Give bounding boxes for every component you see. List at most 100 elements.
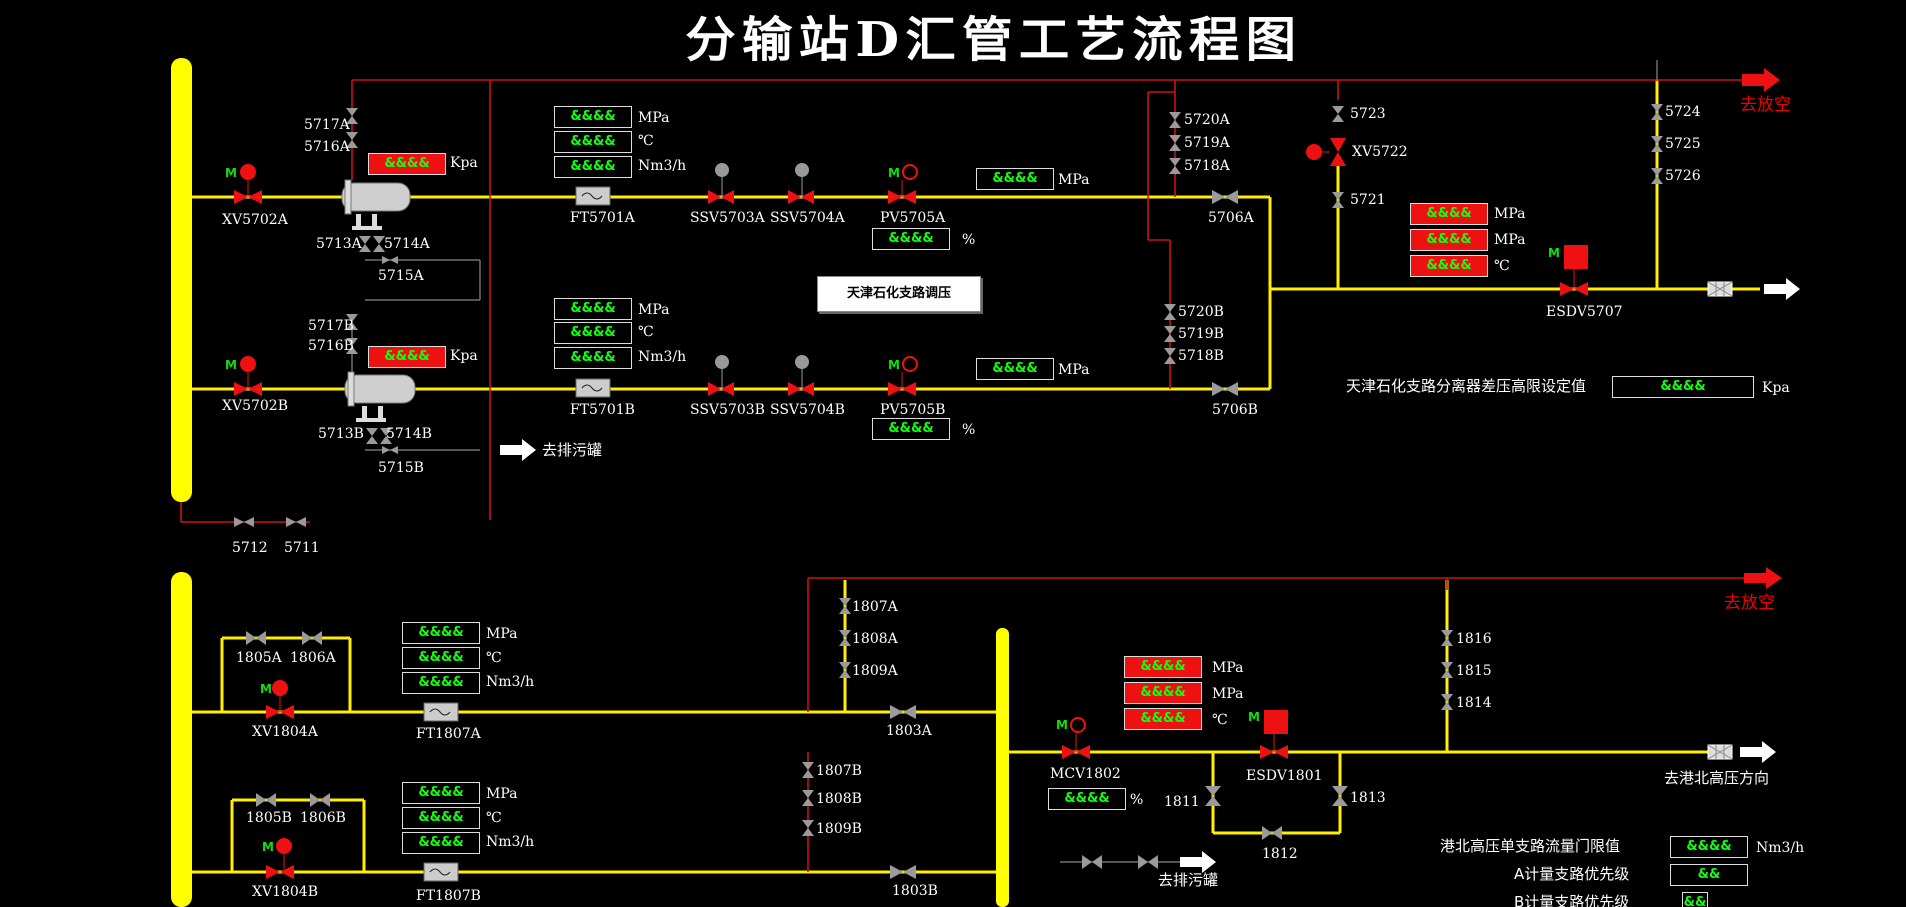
label-1809b: 1809B	[816, 821, 862, 837]
label-5706b: 5706B	[1212, 402, 1258, 418]
label-ft1807a: FT1807A	[416, 726, 481, 742]
label-1814: 1814	[1456, 695, 1492, 711]
mode-marker: M	[225, 358, 237, 372]
label-1813: 1813	[1350, 790, 1386, 806]
separator-b	[344, 371, 416, 422]
label-1808b: 1808B	[816, 791, 862, 807]
label-1806a: 1806A	[290, 650, 336, 666]
setting-diff-high-value[interactable]: &&&&	[1612, 376, 1754, 398]
label-esdv5707: ESDV5707	[1546, 304, 1623, 320]
label-ft1807b: FT1807B	[416, 888, 481, 904]
label-1807b: 1807B	[816, 763, 862, 779]
label-xv5702a: XV5702A	[222, 212, 288, 228]
dp-readout-b: &&&&	[368, 346, 446, 368]
mode-marker: M	[262, 840, 274, 854]
xv5722-valve[interactable]	[1306, 138, 1346, 166]
ft5701a-flow: &&&&	[554, 156, 632, 178]
setting-b-priority-value[interactable]: &&	[1682, 892, 1708, 907]
label-vent-lower: 去放空	[1724, 593, 1775, 613]
unit-pct: %	[1130, 792, 1144, 808]
setting-a-priority-label: A计量支路优先级	[1514, 865, 1630, 883]
label-5720b: 5720B	[1178, 304, 1224, 320]
label-5706a: 5706A	[1208, 210, 1254, 226]
label-pv5705b: PV5705B	[880, 402, 946, 418]
gray-h-valves[interactable]	[234, 190, 1282, 879]
setting-flow-limit-value[interactable]: &&&&	[1670, 836, 1748, 858]
unit-nm3: Nm3/h	[486, 834, 535, 850]
separator-a	[341, 179, 411, 230]
label-mcv1802: MCV1802	[1050, 766, 1121, 782]
unit-mpa: MPa	[638, 302, 670, 318]
label-1803a: 1803A	[886, 723, 932, 739]
unit-c: ℃	[486, 650, 502, 666]
label-drain-lower: 去排污罐	[1158, 871, 1219, 889]
unit-mpa: MPa	[1212, 686, 1244, 702]
setting-diff-high-label: 天津石化支路分离器差压高限设定值	[1346, 377, 1587, 395]
ft5701b-pressure: &&&&	[554, 298, 632, 320]
flow-arrows	[500, 68, 1800, 873]
label-1816: 1816	[1456, 631, 1492, 647]
mid-header-lower	[996, 628, 1009, 907]
inlet-header-upper	[171, 58, 192, 502]
esdv5707-pressure-2: &&&&	[1410, 229, 1488, 251]
label-5718a: 5718A	[1184, 158, 1230, 174]
yellow-pipes-upper	[192, 80, 1760, 874]
flowmeter-ft1807b	[423, 862, 459, 882]
unit-mpa: MPa	[638, 110, 670, 126]
label-5719b: 5719B	[1178, 326, 1224, 342]
ft1807b-flow: &&&&	[402, 832, 480, 854]
label-vent-upper: 去放空	[1740, 95, 1791, 115]
ft5701a-pressure: &&&&	[554, 106, 632, 128]
label-5720a: 5720A	[1184, 112, 1230, 128]
filters	[1707, 281, 1733, 760]
label-1805b: 1805B	[246, 810, 292, 826]
pv5705a-opening: &&&&	[872, 228, 950, 250]
unit-mpa: MPa	[486, 626, 518, 642]
branch-pressure-regulation-button[interactable]: 天津石化支路调压	[817, 276, 981, 312]
unit-mpa: MPa	[1058, 362, 1090, 378]
pv5705a-outlet-pressure: &&&&	[976, 168, 1054, 190]
unit-kpa: Kpa	[450, 155, 478, 171]
page-title: 分输站D汇管工艺流程图	[685, 12, 1303, 68]
mode-marker: M	[888, 166, 900, 180]
actuators	[240, 163, 1588, 872]
label-gangbei-direction: 去港北高压方向	[1664, 769, 1770, 787]
ft1807b-temp: &&&&	[402, 807, 480, 829]
label-5712: 5712	[232, 540, 268, 556]
label-5715a: 5715A	[378, 268, 424, 284]
esdv1801-temp: &&&&	[1124, 708, 1202, 730]
ft5701b-temp: &&&&	[554, 322, 632, 344]
ft1807b-pressure: &&&&	[402, 782, 480, 804]
label-5719a: 5719A	[1184, 135, 1230, 151]
pv5705b-opening: &&&&	[872, 418, 950, 440]
label-ft5701b: FT5701B	[570, 402, 635, 418]
unit-kpa: Kpa	[450, 348, 478, 364]
setting-a-priority-value[interactable]: &&	[1670, 864, 1748, 886]
gray-v-valves[interactable]	[346, 104, 1663, 836]
label-5723: 5723	[1350, 106, 1386, 122]
label-5717b: 5717B	[308, 318, 354, 334]
setting-b-priority-label: B计量支路优先级	[1514, 893, 1630, 907]
label-5714a: 5714A	[384, 236, 430, 252]
label-ssv5703a: SSV5703A	[690, 210, 765, 226]
label-5713a: 5713A	[316, 236, 362, 252]
label-ssv5704b: SSV5704B	[770, 402, 845, 418]
mode-marker: M	[1548, 246, 1560, 260]
dp-readout-a: &&&&	[368, 153, 446, 175]
label-ssv5703b: SSV5703B	[690, 402, 765, 418]
label-5726: 5726	[1665, 168, 1701, 184]
flowmeter-ft1807a	[423, 702, 459, 722]
red-pipes	[180, 79, 1760, 872]
label-1805a: 1805A	[236, 650, 282, 666]
label-1808a: 1808A	[852, 631, 898, 647]
esdv1801-pressure-1: &&&&	[1124, 656, 1202, 678]
label-xv5702b: XV5702B	[222, 398, 288, 414]
mcv1802-opening: &&&&	[1048, 788, 1126, 810]
pv5705b-outlet-pressure: &&&&	[976, 358, 1054, 380]
mode-marker: M	[225, 166, 237, 180]
unit-nm3: Nm3/h	[1756, 840, 1805, 856]
label-drain-upper: 去排污罐	[542, 441, 603, 459]
flowmeter-ft5701b	[575, 378, 611, 398]
